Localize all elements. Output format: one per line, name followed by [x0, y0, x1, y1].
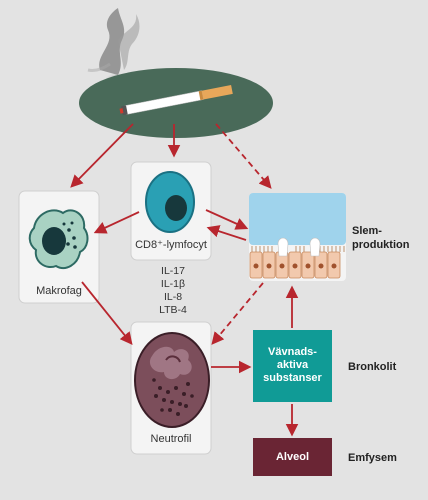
- mucus-line2: produktion: [352, 239, 410, 251]
- arrow-macrophage-to-neutrophil: [81, 281, 133, 345]
- alveol-label: Alveol: [275, 451, 309, 463]
- neutrophil-cell-icon: [134, 332, 210, 428]
- cytokine-list: IL-17 IL-1β IL-8 LTB-4: [148, 265, 198, 317]
- tissue-active-text: Vävnads- aktiva substanser: [253, 346, 332, 385]
- tissue-active-line3: substanser: [263, 372, 322, 384]
- arrow-epithelium-to-cd8: [206, 225, 247, 241]
- alveol-box: [253, 438, 332, 476]
- macrophage-cell-icon: [28, 209, 89, 270]
- epithelium-icon: [249, 193, 346, 279]
- cytokine-il8: IL-8: [163, 291, 183, 303]
- cytokine-il1b: IL-1β: [160, 278, 186, 290]
- tissue-active-line2: aktiva: [276, 359, 309, 371]
- cd8-cell-icon: [145, 171, 195, 233]
- neutrophil-label: Neutrofil: [150, 433, 192, 445]
- cytokine-il17: IL-17: [161, 265, 185, 277]
- arrow-cd8-to-macrophage: [93, 211, 140, 234]
- cigarette-icon: [119, 84, 233, 116]
- macrophage-label: Makrofag: [36, 285, 82, 297]
- cd8-label: CD8⁺-lymfocyt: [135, 239, 207, 251]
- mucus-line1: Slem-: [352, 225, 382, 237]
- arrow-smoke-to-macrophage: [70, 123, 134, 188]
- emphysema-label: Emfysem: [348, 452, 397, 464]
- tissue-active-line1: Vävnads-: [268, 346, 317, 358]
- tissue-active-box: [253, 330, 332, 402]
- cytokine-ltb4: LTB-4: [159, 304, 187, 316]
- mucus-production-label: Slem- produktion: [352, 224, 409, 252]
- bronchitis-label: Bronkolit: [348, 361, 397, 373]
- arrow-epithelium-to-neutrophil: [211, 282, 264, 345]
- arrow-smoke-to-epithelium: [215, 123, 272, 189]
- arrow-cd8-to-epithelium: [205, 209, 249, 230]
